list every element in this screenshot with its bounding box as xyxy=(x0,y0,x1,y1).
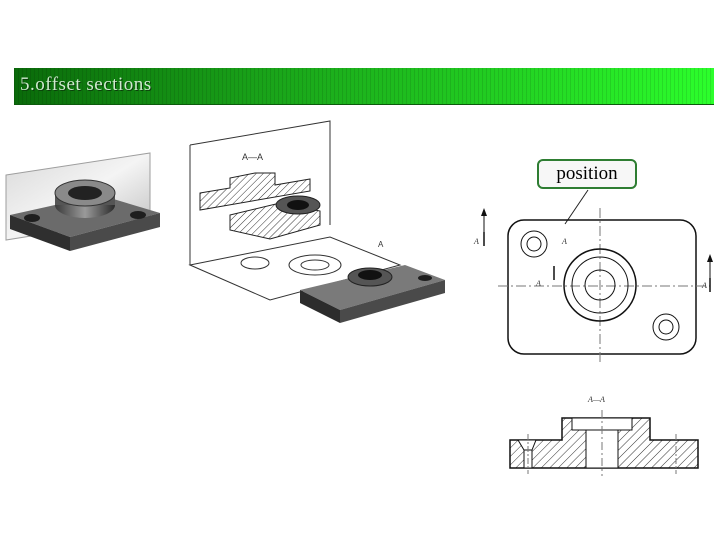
section-title-a-a: A—A xyxy=(587,395,605,404)
title-bar: 5.offset sections xyxy=(14,68,714,105)
top-view-drawing: A A A A xyxy=(473,189,713,364)
cut-letter-mid: A xyxy=(561,237,567,246)
cut-letter-right: A xyxy=(701,281,707,290)
callout-text: position xyxy=(556,163,618,184)
position-callout: position xyxy=(537,159,637,189)
cut-letter-center: A xyxy=(535,279,541,288)
cut-letter-pictorial: A xyxy=(378,240,384,249)
cut-letter-left: A xyxy=(473,237,479,246)
slide-title: 5.offset sections xyxy=(20,74,152,95)
exploded-offset-section: A—A A xyxy=(188,120,445,323)
part-with-cutting-plane xyxy=(5,152,160,251)
section-view-a-a: A—A xyxy=(509,395,699,476)
section-label-back: A—A xyxy=(242,152,263,162)
